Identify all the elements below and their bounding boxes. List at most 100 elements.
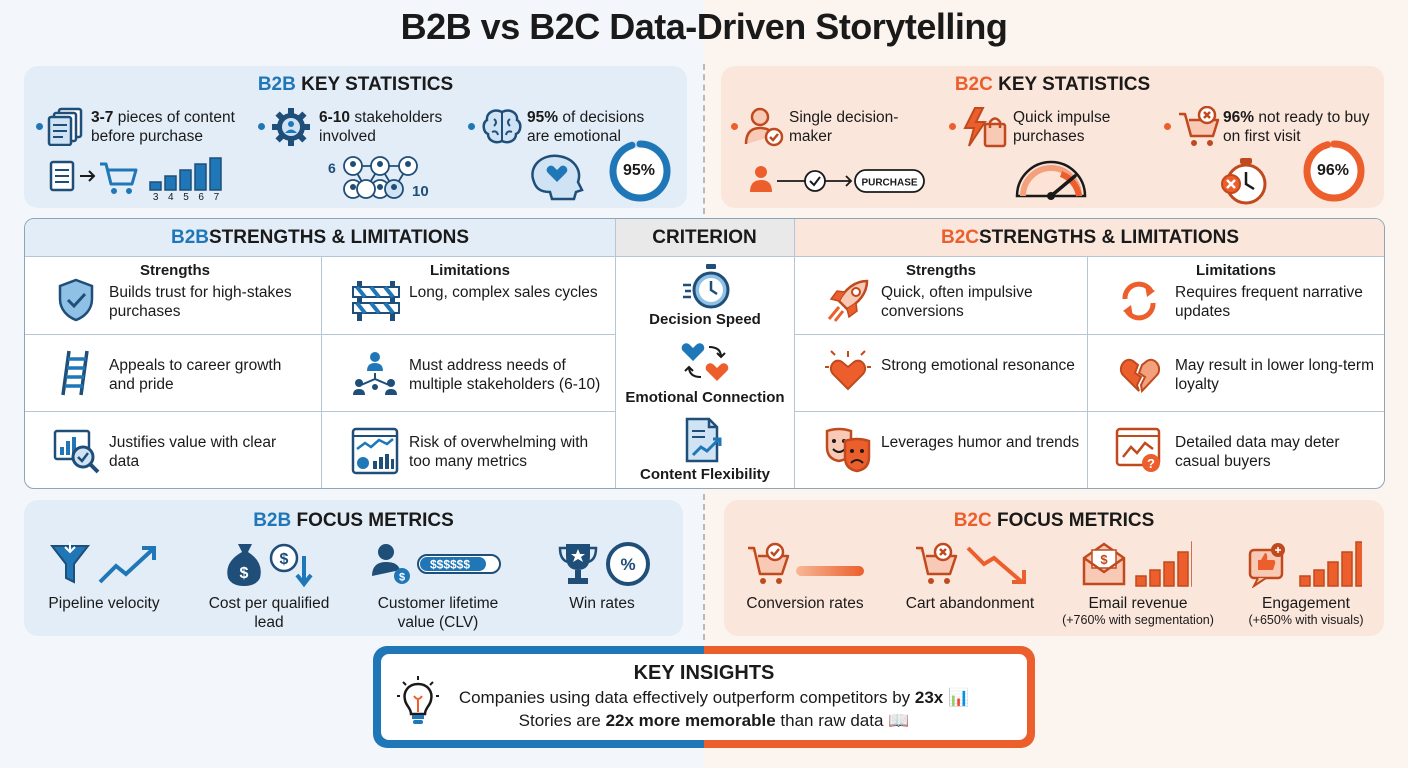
shield-check-icon [58, 278, 94, 322]
b2b-key-statistics-panel: B2B KEY STATISTICS 3-7 pieces of content… [24, 66, 687, 208]
engagement-bar [1355, 541, 1362, 587]
content-bar [209, 157, 222, 191]
data-question-icon: ? [1115, 427, 1161, 472]
b2b-focus-metrics-panel: B2B FOCUS METRICS Pipeline velocity $ $ … [24, 500, 683, 636]
metric-email-revenue-sub: (+760% with segmentation) [1062, 613, 1214, 627]
content-bar [194, 163, 207, 191]
criterion-decision-speed: Decision Speed [649, 311, 761, 328]
b2b-limitation-3: Risk of overwhelming with too many metri… [409, 434, 589, 470]
email-bar [1177, 551, 1189, 587]
stat-not-ready: 96% not ready to buy on first visit [1223, 109, 1370, 145]
svg-text:$: $ [399, 572, 405, 584]
content-bar [179, 169, 192, 191]
key-insights-title: KEY INSIGHTS [633, 662, 775, 684]
heading-prefix: B2C [953, 510, 992, 531]
b2b-strength-1: Builds trust for high-stakes purchases [109, 284, 292, 320]
b2b-strengths-subheading: Strengths [139, 262, 210, 279]
user-check-icon [744, 107, 784, 147]
refresh-icon [1122, 281, 1156, 321]
bullet-dot [36, 123, 43, 130]
panel-heading: B2C KEY STATISTICS [721, 74, 1384, 96]
engagement-bar [1341, 551, 1353, 587]
stat-stakeholders: 6-10 stakeholders involved [319, 109, 443, 145]
document-to-cart-icon [49, 160, 138, 194]
content-bar [164, 175, 177, 191]
row-divider [794, 411, 1384, 412]
b2b-strength-2: Appeals to career growth and pride [109, 357, 282, 393]
bullet-dot [1164, 123, 1171, 130]
row-divider [25, 411, 615, 412]
svg-text:%: % [620, 555, 635, 574]
b2c-strength-1: Quick, often impulsive conversions [881, 284, 1033, 320]
engagement-bar [1313, 569, 1325, 587]
insight-line-2: Stories are 22x more memorable than raw … [518, 711, 910, 730]
heart-burst-icon [825, 350, 871, 391]
cart-check-icon [748, 542, 864, 584]
b2b-ring-label: 95% [622, 162, 656, 179]
center-divider-top [703, 64, 705, 214]
gear-people-icon [272, 108, 310, 146]
heading-prefix: B2B [253, 510, 292, 531]
panel-heading: B2C FOCUS METRICS [724, 510, 1384, 532]
heading-rest: FOCUS METRICS [291, 510, 454, 531]
heart-head-icon [531, 154, 584, 201]
col-divider [1087, 257, 1088, 488]
panel-heading: B2B FOCUS METRICS [24, 510, 683, 532]
customer-value-icon: $ $$$$$$ [372, 544, 501, 584]
like-icon [1248, 541, 1362, 588]
b2b-table-header: B2B STRENGTHS & LIMITATIONS [25, 219, 615, 257]
criterion-content-flexibility: Content Flexibility [639, 466, 770, 483]
hearts-exchange-icon [681, 343, 729, 381]
b2c-ring-gauge [1303, 140, 1365, 202]
key-insights-inner: KEY INSIGHTS Companies using data effect… [381, 654, 1027, 740]
heading-prefix: B2C [954, 74, 993, 95]
heading-rest: KEY STATISTICS [295, 74, 454, 95]
heading-rest: KEY STATISTICS [992, 74, 1151, 95]
stat-emotional: 95% of decisions are emotional [527, 109, 645, 145]
money-bag-icon: $ $ [227, 543, 313, 588]
stat-single-decision: Single decision-maker [789, 109, 899, 145]
stat-impulse: Quick impulse purchases [1013, 109, 1111, 145]
engagement-bar [1299, 575, 1311, 587]
strengths-limitations-table: B2B STRENGTHS & LIMITATIONS CRITERION B2… [24, 218, 1385, 489]
b2b-ring-gauge [609, 140, 671, 202]
b2c-strengths-subheading: Strengths [905, 262, 976, 279]
clv-bar-text: $$$$$$ [430, 558, 470, 572]
decision-to-purchase-icon: PURCHASE [750, 166, 925, 193]
col-divider [794, 219, 795, 488]
bullet-dot [949, 123, 956, 130]
svg-text:$: $ [280, 551, 289, 568]
funnel-trend-icon [50, 542, 156, 584]
content-bars-chart [149, 157, 222, 191]
key-insights-box: KEY INSIGHTS Companies using data effect… [373, 646, 1035, 748]
stopwatch-x-icon [1221, 158, 1267, 205]
col-divider [321, 257, 322, 488]
speedometer-icon [1015, 160, 1087, 200]
center-divider-bottom [703, 494, 705, 640]
b2b-limitation-1: Long, complex sales cycles [409, 284, 598, 301]
content-bar [149, 181, 162, 191]
document-chart-icon [685, 417, 722, 463]
b2c-limitation-1: Requires frequent narrative updates [1175, 284, 1363, 320]
stakeholder-network-icon [343, 156, 418, 199]
b2c-limitation-2: May result in lower long-term loyalty [1175, 357, 1374, 393]
b2c-focus-metrics-panel: B2C FOCUS METRICS Conversion rates Cart … [724, 500, 1384, 636]
stat-content-pieces: 3-7 pieces of content before purchase [91, 109, 235, 145]
chart-emoji-icon: 📊 [948, 688, 970, 707]
brain-icon [482, 109, 522, 144]
metric-conversion-rates: Conversion rates [746, 595, 864, 612]
svg-text:$: $ [240, 565, 249, 582]
broken-heart-icon [1119, 358, 1161, 393]
dashboard-overload-icon [351, 427, 399, 475]
bullet-dot [468, 123, 475, 130]
trophy-icon: % [558, 542, 650, 586]
svg-text:$: $ [1100, 552, 1108, 567]
metric-cost-per-lead: Cost per qualified lead [208, 595, 330, 631]
svg-text:?: ? [1147, 456, 1155, 471]
email-bar [1135, 575, 1147, 587]
rocket-icon [827, 279, 869, 322]
bullet-dot [731, 123, 738, 130]
barrier-icon [352, 281, 400, 321]
col-divider [615, 219, 616, 488]
lightning-bag-icon [963, 107, 1007, 148]
